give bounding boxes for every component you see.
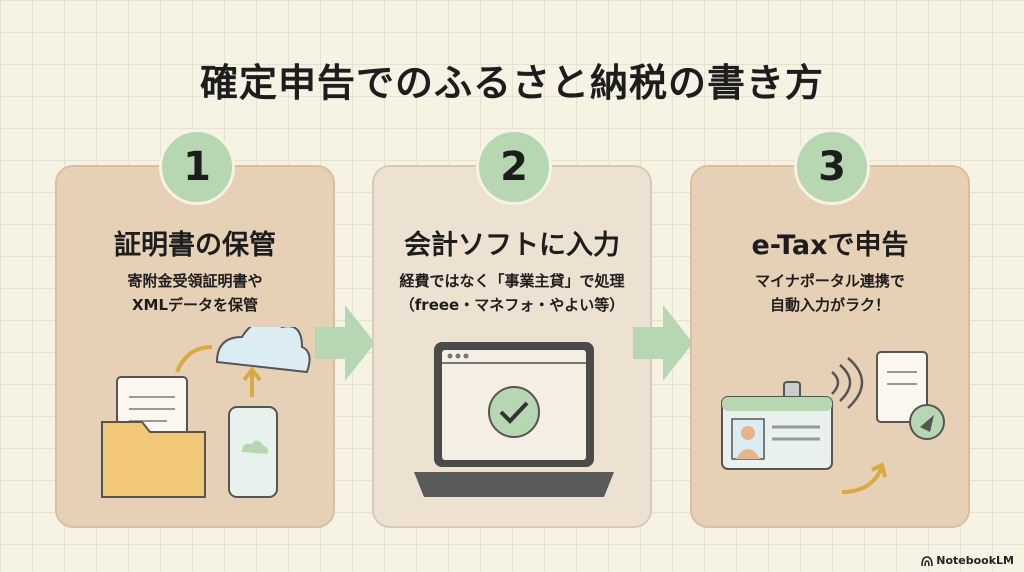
desc-line: 寄附金受領証明書や (127, 272, 263, 290)
step-number-badge: 3 (794, 129, 870, 205)
step-number-badge: 1 (159, 129, 235, 205)
notebooklm-watermark: NotebookLM (921, 554, 1014, 567)
desc-line: （freee・マネフォ・やよい等） (399, 296, 625, 314)
folder-cloud-phone-icon (101, 327, 311, 498)
page-title: 確定申告でのふるさと納税の書き方 (199, 61, 824, 105)
step-description: マイナポータル連携で 自動入力がラク！ (692, 269, 968, 317)
step-card-3: 3 e-Taxで申告 マイナポータル連携で 自動入力がラク！ (690, 129, 970, 528)
arrow-right-icon (315, 305, 375, 381)
step-title: 証明書の保管 (114, 230, 276, 261)
step-number-badge: 2 (476, 129, 552, 205)
desc-line: 自動入力がラク！ (769, 296, 890, 314)
step-description: 寄附金受領証明書や XMLデータを保管 (57, 269, 333, 317)
arrow-right-icon (633, 305, 693, 381)
desc-line: マイナポータル連携で (755, 272, 905, 290)
laptop-checkmark-icon (414, 342, 614, 497)
brand-label: NotebookLM (936, 554, 1014, 567)
notebooklm-logo-icon (921, 555, 934, 566)
desc-line: 経費ではなく「事業主貸」で処理 (399, 272, 625, 290)
mynumber-card-document-icon (721, 351, 945, 494)
step-description: 経費ではなく「事業主貸」で処理 （freee・マネフォ・やよい等） (374, 269, 650, 317)
step-card-2: 2 会計ソフトに入力 経費ではなく「事業主貸」で処理 （freee・マネフォ・や… (372, 129, 652, 528)
step-card-1: 1 証明書の保管 寄附金受領証明書や XMLデータを保管 (55, 129, 335, 528)
step-title: e-Taxで申告 (751, 230, 909, 261)
step-title: 会計ソフトに入力 (404, 230, 620, 261)
desc-line: XMLデータを保管 (131, 296, 259, 314)
